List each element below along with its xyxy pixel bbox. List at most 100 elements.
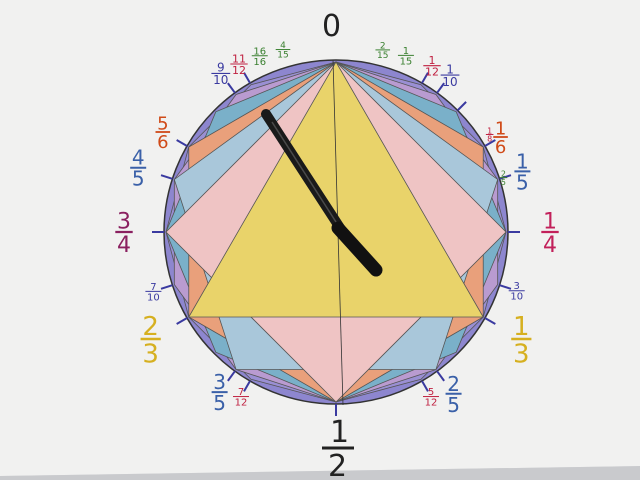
small-fraction-denominator: 15 xyxy=(277,51,288,61)
fraction-two-fifteenths: 215 xyxy=(375,42,391,61)
big-fraction-denominator: 5 xyxy=(132,167,145,191)
tick-mark xyxy=(160,174,173,180)
big-fraction-numerator: 2 xyxy=(142,312,159,342)
one-half-numerator: 1 xyxy=(330,415,349,450)
fraction-one-fifth: 15 xyxy=(514,149,531,194)
small-fraction-numerator: 16 xyxy=(253,46,266,57)
big-fraction-numerator: 1 xyxy=(543,210,557,235)
small-fraction-numerator: 3 xyxy=(514,281,520,292)
small-fraction-denominator: 5 xyxy=(501,178,506,187)
tick-mark xyxy=(421,380,429,392)
tick-marks xyxy=(152,72,520,416)
tick-mark xyxy=(436,82,445,94)
pen-highlight xyxy=(271,121,337,223)
table-edge xyxy=(0,466,640,480)
small-fraction-denominator: 12 xyxy=(232,64,246,77)
fraction-one-quarter: 14 xyxy=(541,210,559,258)
big-fraction-denominator: 5 xyxy=(213,391,226,415)
small-fraction-denominator: 10 xyxy=(442,75,457,89)
big-fraction-numerator: 2 xyxy=(447,372,460,396)
small-fraction-numerator: 2 xyxy=(501,169,506,178)
fraction-five-twelfths: 512 xyxy=(423,387,439,409)
big-fraction-numerator: 1 xyxy=(513,312,530,342)
tick-mark xyxy=(176,139,188,147)
big-fraction-denominator: 4 xyxy=(117,233,131,258)
fraction-one-fifteenth: 115 xyxy=(397,46,414,67)
fraction-one-sixth: 16 xyxy=(493,118,508,158)
zero-label: 0 xyxy=(322,9,341,44)
tick-mark xyxy=(227,370,236,382)
big-fraction-numerator: 4 xyxy=(132,146,145,170)
small-fraction-numerator: 11 xyxy=(232,52,246,65)
fraction-seven-tenths: 710 xyxy=(145,282,162,303)
small-fraction-numerator: 1 xyxy=(446,62,454,76)
fraction-three-tenths: 310 xyxy=(508,281,525,303)
small-fraction-numerator: 1 xyxy=(403,46,409,57)
small-fraction-denominator: 12 xyxy=(425,66,439,79)
big-fraction-denominator: 5 xyxy=(447,393,460,417)
big-fraction-denominator: 6 xyxy=(495,137,506,158)
fraction-one-third: 13 xyxy=(511,312,532,369)
small-fraction-numerator: 1 xyxy=(487,126,492,135)
small-fraction-numerator: 7 xyxy=(238,387,244,398)
tick-mark xyxy=(160,284,173,290)
tick-mark xyxy=(243,72,251,84)
one-half-label: 1 2 xyxy=(322,415,354,480)
tick-mark xyxy=(421,72,429,84)
small-fraction-denominator: 8 xyxy=(487,135,492,144)
tick-mark xyxy=(484,139,496,147)
small-fraction-denominator: 15 xyxy=(377,51,388,61)
big-fraction-numerator: 3 xyxy=(117,210,131,235)
fraction-four-fifths: 45 xyxy=(130,146,147,191)
small-fraction-denominator: 15 xyxy=(400,56,413,67)
big-fraction-numerator: 5 xyxy=(157,113,168,134)
fraction-four-fifteenths: 415 xyxy=(275,41,291,61)
fraction-one-twelfth: 112 xyxy=(423,54,441,79)
tick-mark xyxy=(227,82,236,94)
small-fraction-numerator: 7 xyxy=(150,282,156,293)
fraction-five-sixths: 56 xyxy=(155,113,171,153)
big-fraction-denominator: 3 xyxy=(513,339,530,369)
tick-mark xyxy=(176,317,188,325)
small-fraction-denominator: 12 xyxy=(425,398,438,409)
tick-mark xyxy=(436,370,445,382)
big-fraction-denominator: 4 xyxy=(543,233,557,258)
small-fraction-numerator: 4 xyxy=(280,41,286,51)
fraction-three-quarters: 34 xyxy=(115,210,133,258)
tick-mark xyxy=(499,284,512,290)
small-fraction-numerator: 5 xyxy=(428,387,434,398)
big-fraction-numerator: 1 xyxy=(516,149,529,173)
small-fraction-denominator: 10 xyxy=(510,292,523,303)
small-fraction-denominator: 10 xyxy=(147,292,160,303)
big-fraction-denominator: 5 xyxy=(516,170,529,194)
one-half-denominator: 2 xyxy=(328,449,347,480)
big-fraction-denominator: 3 xyxy=(142,339,159,369)
small-fraction-denominator: 12 xyxy=(235,398,248,409)
fraction-one-eighth: 18 xyxy=(485,126,494,144)
black-pen xyxy=(261,109,383,277)
triangle xyxy=(188,61,484,318)
small-fraction-denominator: 10 xyxy=(213,73,228,87)
big-fraction-denominator: 6 xyxy=(157,132,168,153)
big-fraction-numerator: 1 xyxy=(495,118,506,139)
tick-mark xyxy=(484,317,496,325)
pen-cap xyxy=(331,221,383,277)
fraction-one-tenth: 110 xyxy=(440,62,460,89)
fraction-two-fifths: 25 xyxy=(445,372,462,417)
fraction-three-fifths: 35 xyxy=(211,370,228,415)
tick-mark xyxy=(499,174,512,180)
fraction-labels: 1323143415452535165611031071091011211125… xyxy=(115,41,559,417)
fraction-two-thirds: 23 xyxy=(140,312,161,369)
inscribed-polygons xyxy=(165,61,507,403)
big-fraction-numerator: 3 xyxy=(213,370,226,394)
tick-mark xyxy=(456,101,467,112)
small-fraction-denominator: 16 xyxy=(253,57,266,68)
fraction-seven-twelfths: 712 xyxy=(233,387,249,409)
small-fraction-numerator: 2 xyxy=(380,42,386,52)
fraction-two-fifth-small: 25 xyxy=(499,169,508,187)
small-fraction-numerator: 9 xyxy=(217,61,225,75)
tick-mark xyxy=(243,380,251,392)
